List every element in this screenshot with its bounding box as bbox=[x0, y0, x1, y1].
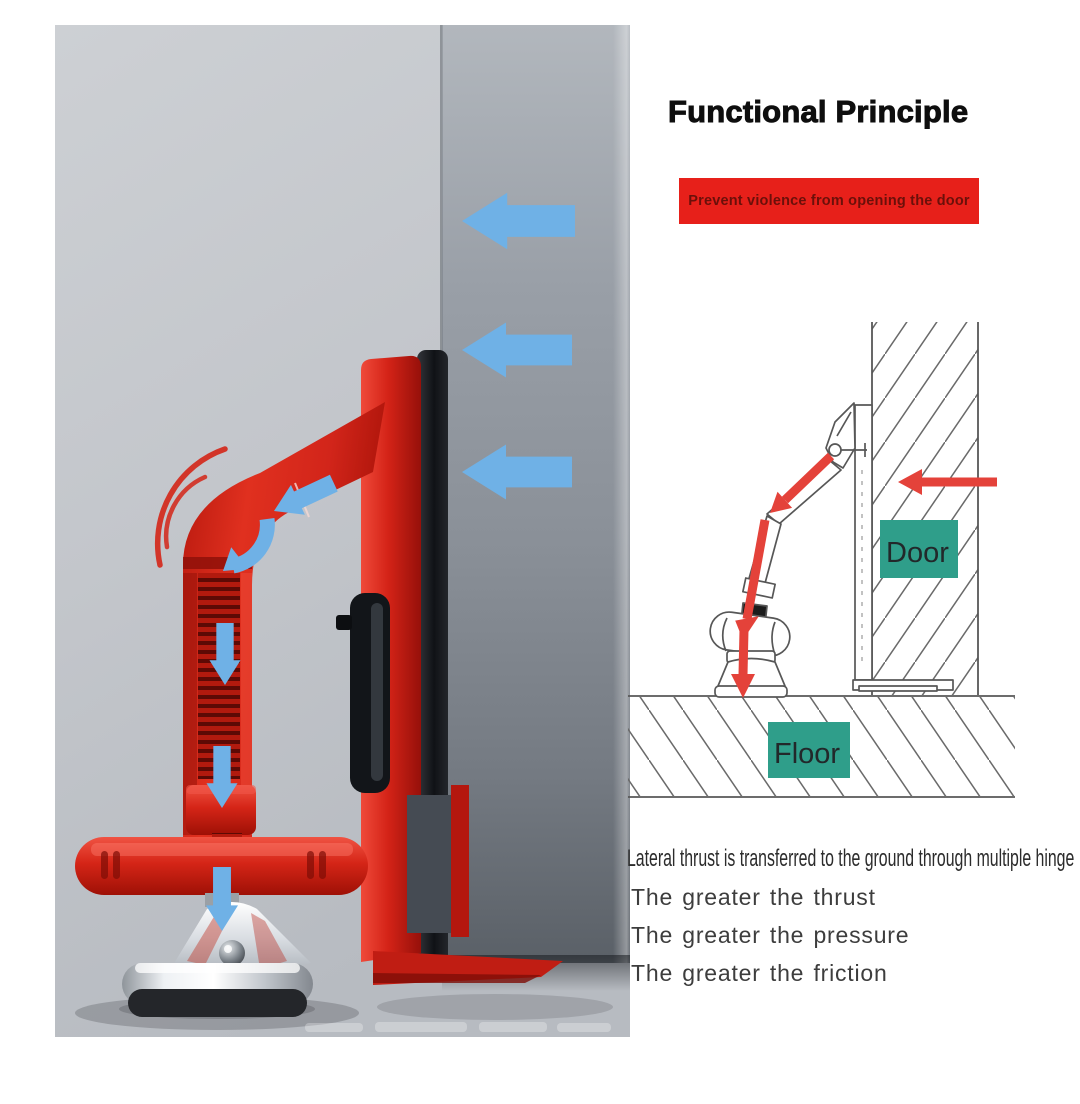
curved-thrust-arrow-icon bbox=[214, 517, 275, 582]
diagram-red-arrows bbox=[731, 452, 997, 698]
caption-thrust: The greater the thrust bbox=[631, 884, 876, 910]
latch-block bbox=[336, 593, 390, 793]
vibration-arc-outer bbox=[154, 446, 228, 568]
svg-text:Door: Door bbox=[886, 537, 949, 569]
threaded-column bbox=[198, 573, 240, 779]
product-photo bbox=[55, 25, 630, 1037]
caption-friction: The greater the friction bbox=[631, 960, 888, 986]
bracket-window bbox=[407, 795, 455, 933]
warning-banner-text: Prevent violence from opening the door bbox=[688, 193, 970, 209]
chrome-foot bbox=[122, 893, 313, 1017]
mounting-plate bbox=[361, 355, 421, 962]
svg-text:Floor: Floor bbox=[774, 738, 840, 770]
principle-diagram: Door Floor bbox=[628, 322, 1015, 798]
transfer-arrow-arm bbox=[770, 452, 835, 513]
diagram-floor-hatch bbox=[628, 695, 1015, 798]
diagram-door-hatch bbox=[871, 322, 979, 695]
caption-lead-text: Lateral thrust is transferred to the gro… bbox=[627, 845, 1075, 872]
column-shade-right bbox=[241, 573, 252, 835]
transfer-arrow-foot bbox=[731, 629, 755, 698]
bracket-window-frame bbox=[451, 785, 469, 937]
page-title: Functional Principle bbox=[667, 94, 969, 130]
stabilizer-bar bbox=[75, 837, 368, 895]
adjuster-collar bbox=[186, 785, 256, 835]
vibration-arc-inner bbox=[163, 474, 208, 550]
diagram-device-outline bbox=[709, 402, 954, 698]
caption-lead: Lateral thrust is transferred to the gro… bbox=[627, 845, 1080, 879]
door-label: Door bbox=[880, 520, 958, 578]
bracket-shadow bbox=[377, 994, 613, 1020]
door-brace-device bbox=[75, 350, 563, 1017]
bottom-lip-shadow bbox=[373, 973, 541, 983]
warning-banner: Prevent violence from opening the door bbox=[679, 178, 979, 224]
column-shade-left bbox=[183, 573, 197, 835]
floor-label: Floor bbox=[768, 722, 850, 778]
caption-pressure: The greater the pressure bbox=[631, 922, 910, 948]
door-panel bbox=[440, 25, 630, 991]
watermark-fragments bbox=[305, 1022, 611, 1032]
lateral-force-arrow bbox=[898, 469, 997, 495]
